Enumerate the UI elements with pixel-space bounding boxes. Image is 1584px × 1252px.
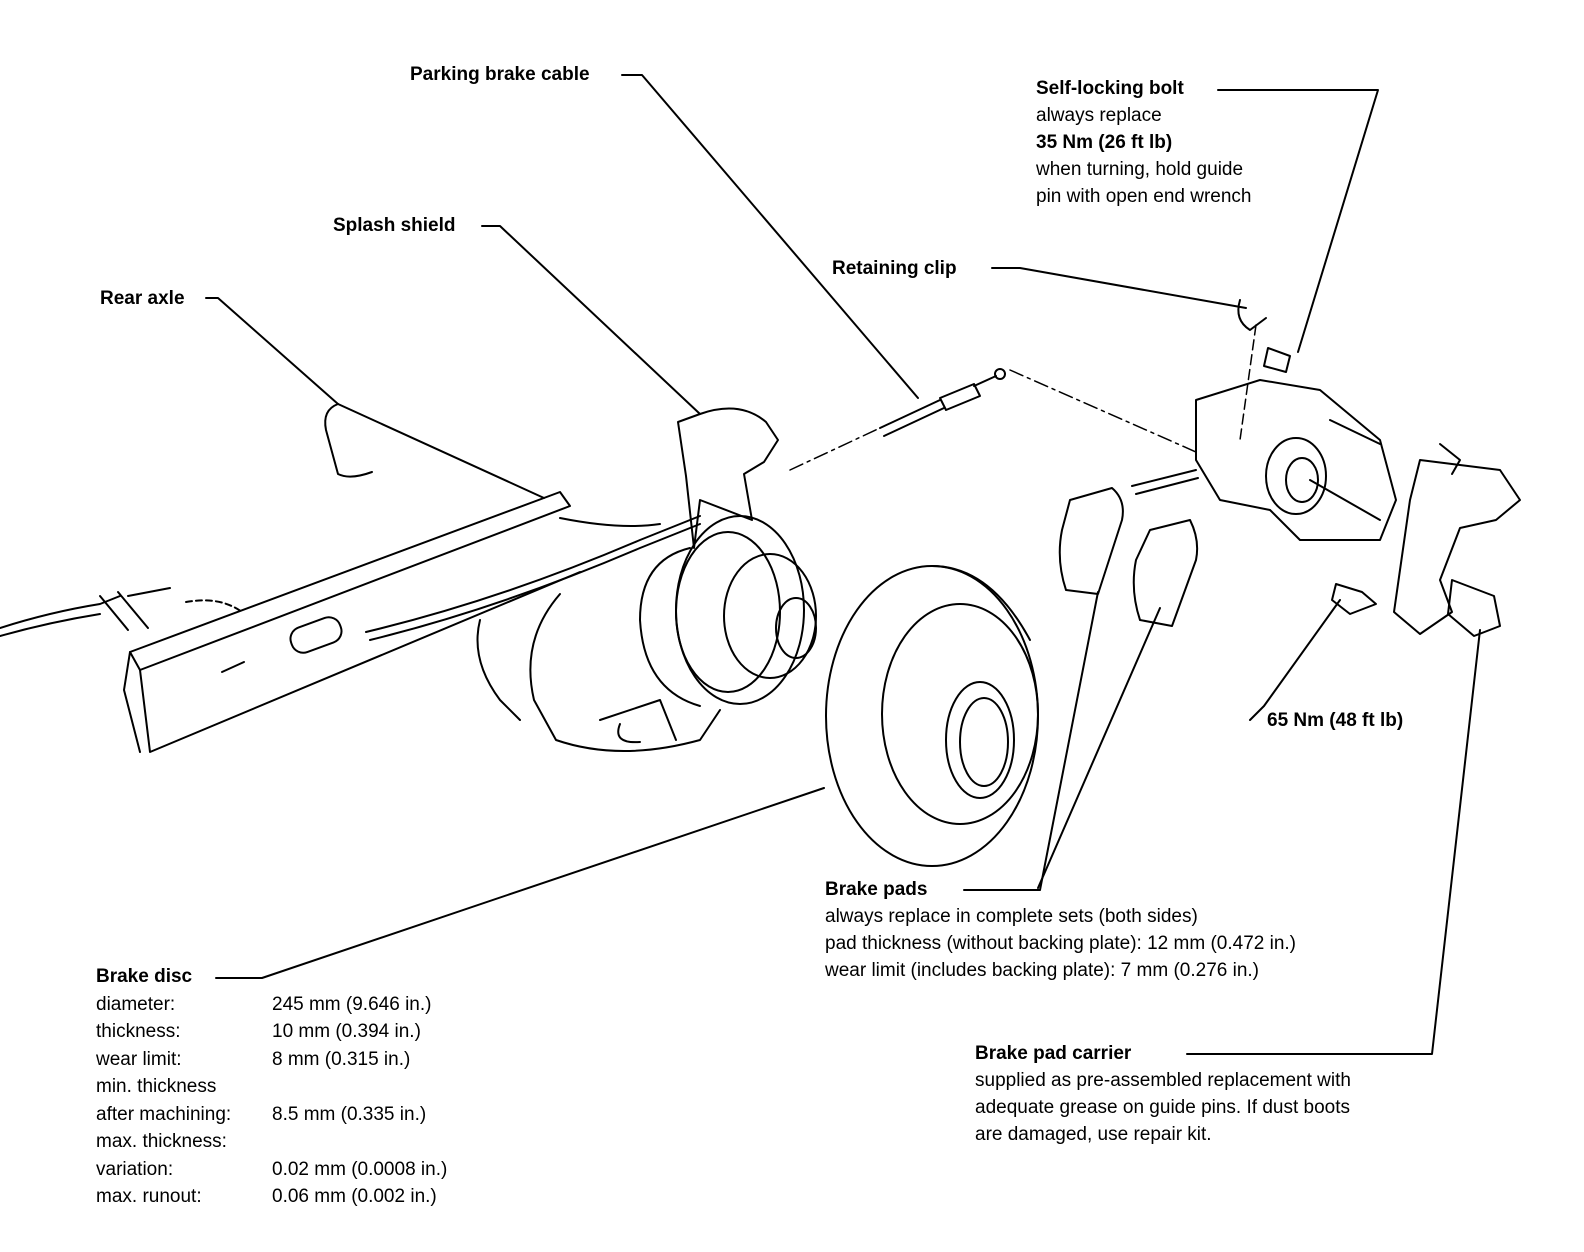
splash-shield [476, 407, 779, 752]
brake-pad-carrier-title: Brake pad carrier [975, 1043, 1132, 1064]
self-locking-bolt-torque: 35 Nm (26 ft lb) [1036, 132, 1173, 153]
spec-value: 0.02 mm (0.0008 in.) [272, 1158, 448, 1180]
rear-axle-label: Rear axle [100, 288, 185, 309]
spec-key: diameter: [96, 993, 176, 1015]
retaining-clip-label: Retaining clip [832, 258, 957, 279]
self-locking-bolt-title: Self-locking bolt [1036, 78, 1184, 99]
spec-key: max. thickness: [96, 1131, 227, 1152]
spec-row: diameter: 245 mm (9.646 in.) [96, 991, 447, 1019]
self-locking-bolt-line3: when turning, hold guide [1036, 159, 1244, 180]
spec-key: wear limit: [96, 1048, 182, 1070]
wheel-hub [639, 515, 817, 707]
brake-pads [1058, 487, 1199, 627]
parking-brake-cable [365, 368, 1006, 641]
torque-65-label: 65 Nm (48 ft lb) [1267, 710, 1404, 731]
spec-row: wear limit: 8 mm (0.315 in.) [96, 1046, 447, 1074]
parking-brake-cable-label: Parking brake cable [410, 64, 590, 85]
spec-value: 8 mm (0.315 in.) [272, 1048, 411, 1070]
spec-row: variation: 0.02 mm (0.0008 in.) [96, 1156, 447, 1184]
spec-value: 0.06 mm (0.002 in.) [272, 1186, 437, 1207]
brake-pad-carrier-line2: adequate grease on guide pins. If dust b… [975, 1097, 1350, 1118]
spec-key: after machining: [96, 1103, 232, 1125]
brake-pad-carrier-line1: supplied as pre-assembled replacement wi… [975, 1070, 1351, 1091]
spec-key: thickness: [96, 1021, 181, 1042]
brake-pads-note: Brake pads always replace in complete se… [825, 876, 1296, 984]
brake-disc-title: Brake disc [96, 966, 193, 987]
spec-value: 8.5 mm (0.335 in.) [272, 1103, 427, 1125]
spec-value: 245 mm (9.646 in.) [272, 993, 432, 1015]
brake-caliper [1131, 299, 1397, 541]
spec-row: min. thickness [96, 1073, 447, 1101]
spec-key: max. runout: [96, 1186, 202, 1207]
spec-key: variation: [96, 1158, 174, 1180]
brake-pad-carrier [1331, 443, 1521, 637]
brake-pads-title: Brake pads [825, 879, 928, 900]
rear-axle [0, 403, 581, 753]
spec-row: after machining: 8.5 mm (0.335 in.) [96, 1101, 447, 1129]
brake-pad-carrier-note: Brake pad carrier supplied as pre-assemb… [975, 1040, 1351, 1148]
spec-row: max. thickness: [96, 1128, 447, 1156]
spec-row: max. runout: 0.06 mm (0.002 in.) [96, 1183, 447, 1211]
self-locking-bolt-line1: always replace [1036, 105, 1162, 126]
brake-disc-spec: Brake disc diameter: 245 mm (9.646 in.) t… [96, 963, 447, 1211]
brake-pad-carrier-line3: are damaged, use repair kit. [975, 1124, 1212, 1145]
spec-value: 10 mm (0.394 in.) [272, 1021, 421, 1042]
brake-pads-line1: always replace in complete sets (both si… [825, 906, 1198, 927]
brake-pads-line3: wear limit (includes backing plate): 7 m… [825, 960, 1260, 981]
leader-lines [205, 74, 1481, 1055]
spec-key: min. thickness [96, 1076, 217, 1097]
splash-shield-label: Splash shield [333, 215, 456, 236]
spec-row: thickness: 10 mm (0.394 in.) [96, 1018, 447, 1046]
self-locking-bolt-note: Self-locking bolt always replace 35 Nm (… [1036, 75, 1251, 210]
brake-pads-line2: pad thickness (without backing plate): 1… [825, 933, 1297, 954]
brake-disc [825, 565, 1039, 867]
self-locking-bolt-line4: pin with open end wrench [1036, 186, 1252, 207]
